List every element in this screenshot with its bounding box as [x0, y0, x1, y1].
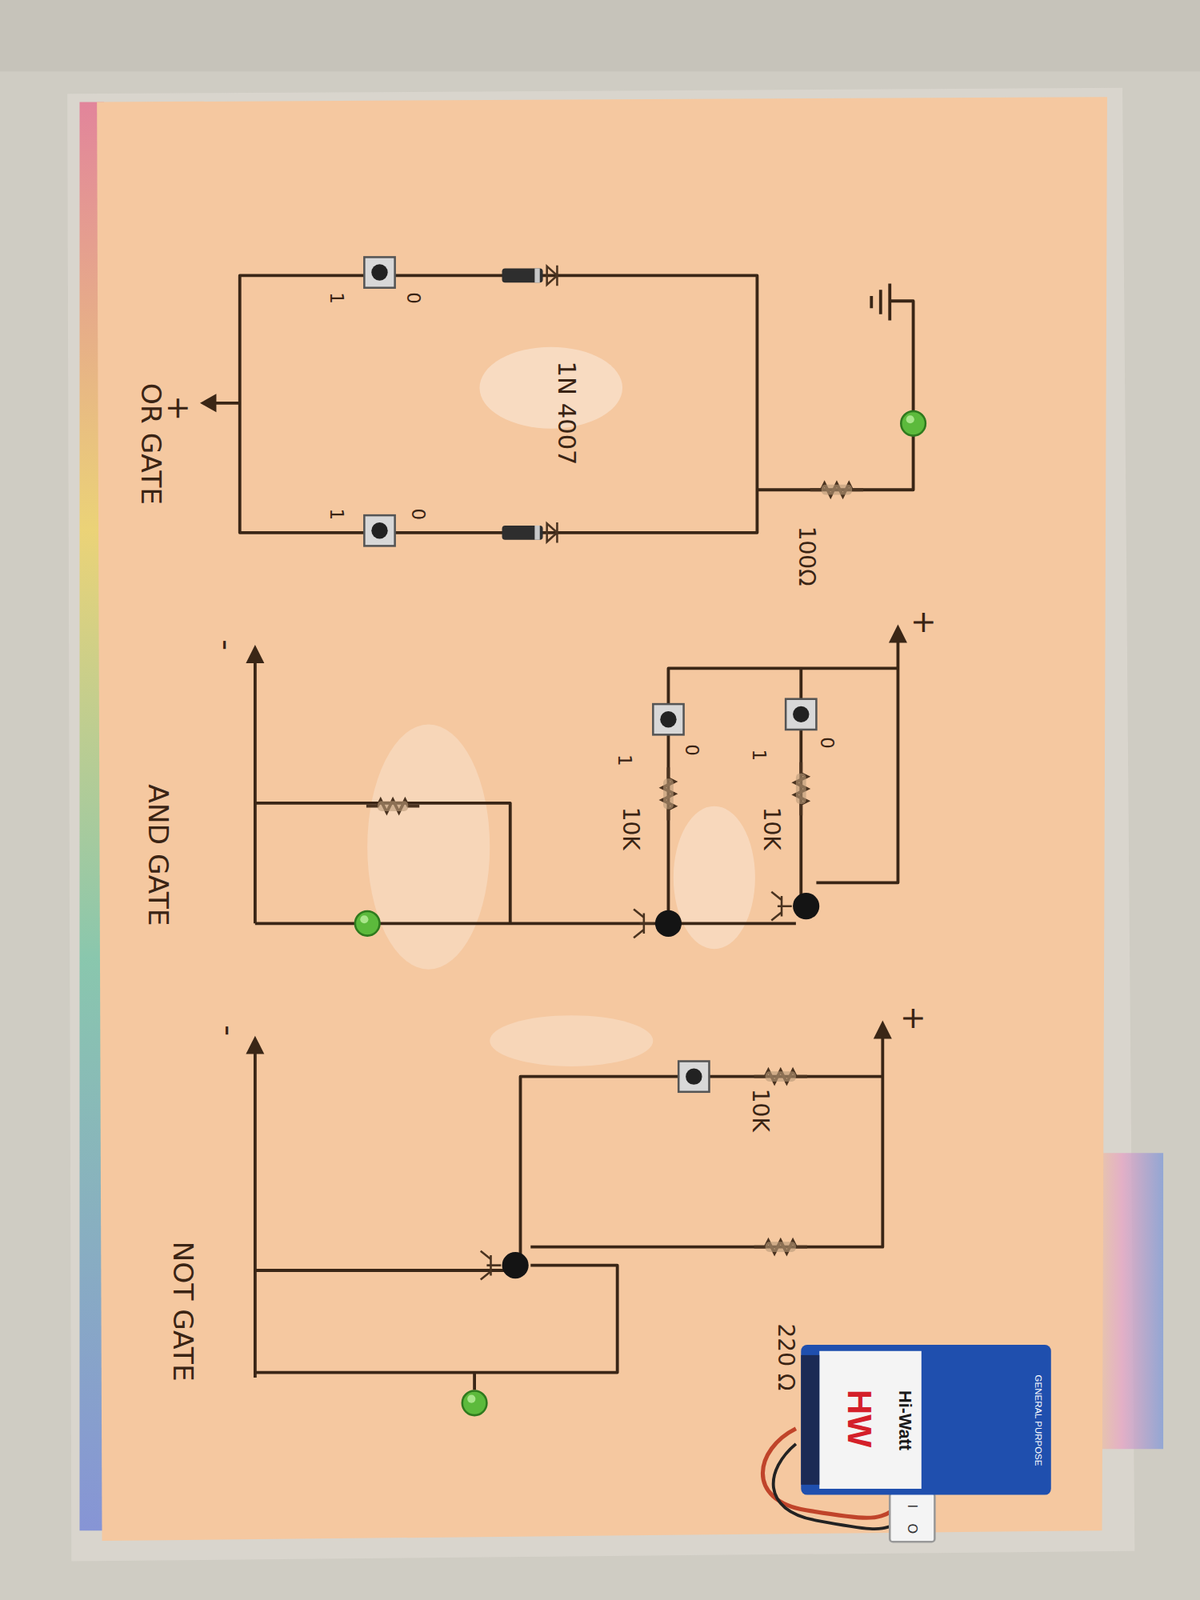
- polarity-sign: +: [163, 395, 194, 421]
- switch-mark: O: [905, 1523, 920, 1534]
- part-number: 1N 4007: [554, 361, 580, 466]
- brand-logo: HW: [843, 1389, 878, 1448]
- resistor-value: 220 Ω: [774, 1323, 797, 1391]
- switch-state: 0: [682, 744, 701, 756]
- gate-title: OR GATE: [137, 383, 165, 505]
- switch-state: 0: [404, 292, 423, 304]
- polarity-sign: -: [213, 1024, 244, 1036]
- polarity-sign: -: [211, 639, 242, 651]
- resistor-value: 100Ω: [795, 526, 818, 587]
- gate-title: AND GATE: [144, 784, 172, 926]
- battery-body: HW Hi-Watt GENERAL PURPOSE: [800, 1344, 1051, 1496]
- switch-mark: I: [905, 1504, 920, 1508]
- resistor-value: 10K: [748, 1088, 772, 1132]
- battery-terminals: [800, 1355, 820, 1485]
- polarity-sign: +: [897, 1005, 928, 1032]
- brand-name: Hi-Watt: [896, 1390, 915, 1451]
- battery-note: GENERAL PURPOSE: [1032, 1375, 1042, 1467]
- switch-state: 1: [615, 754, 634, 767]
- gate-title: NOT GATE: [169, 1240, 197, 1381]
- switch-state: 0: [817, 736, 836, 749]
- switch-state: 1: [327, 508, 346, 521]
- switch-state: 0: [408, 508, 428, 521]
- polarity-sign: +: [908, 609, 939, 636]
- switch-state: 1: [749, 749, 768, 762]
- switch-state: 1: [327, 292, 346, 304]
- resistor-value: 10K: [760, 807, 783, 851]
- resistor-value: 10K: [619, 807, 642, 851]
